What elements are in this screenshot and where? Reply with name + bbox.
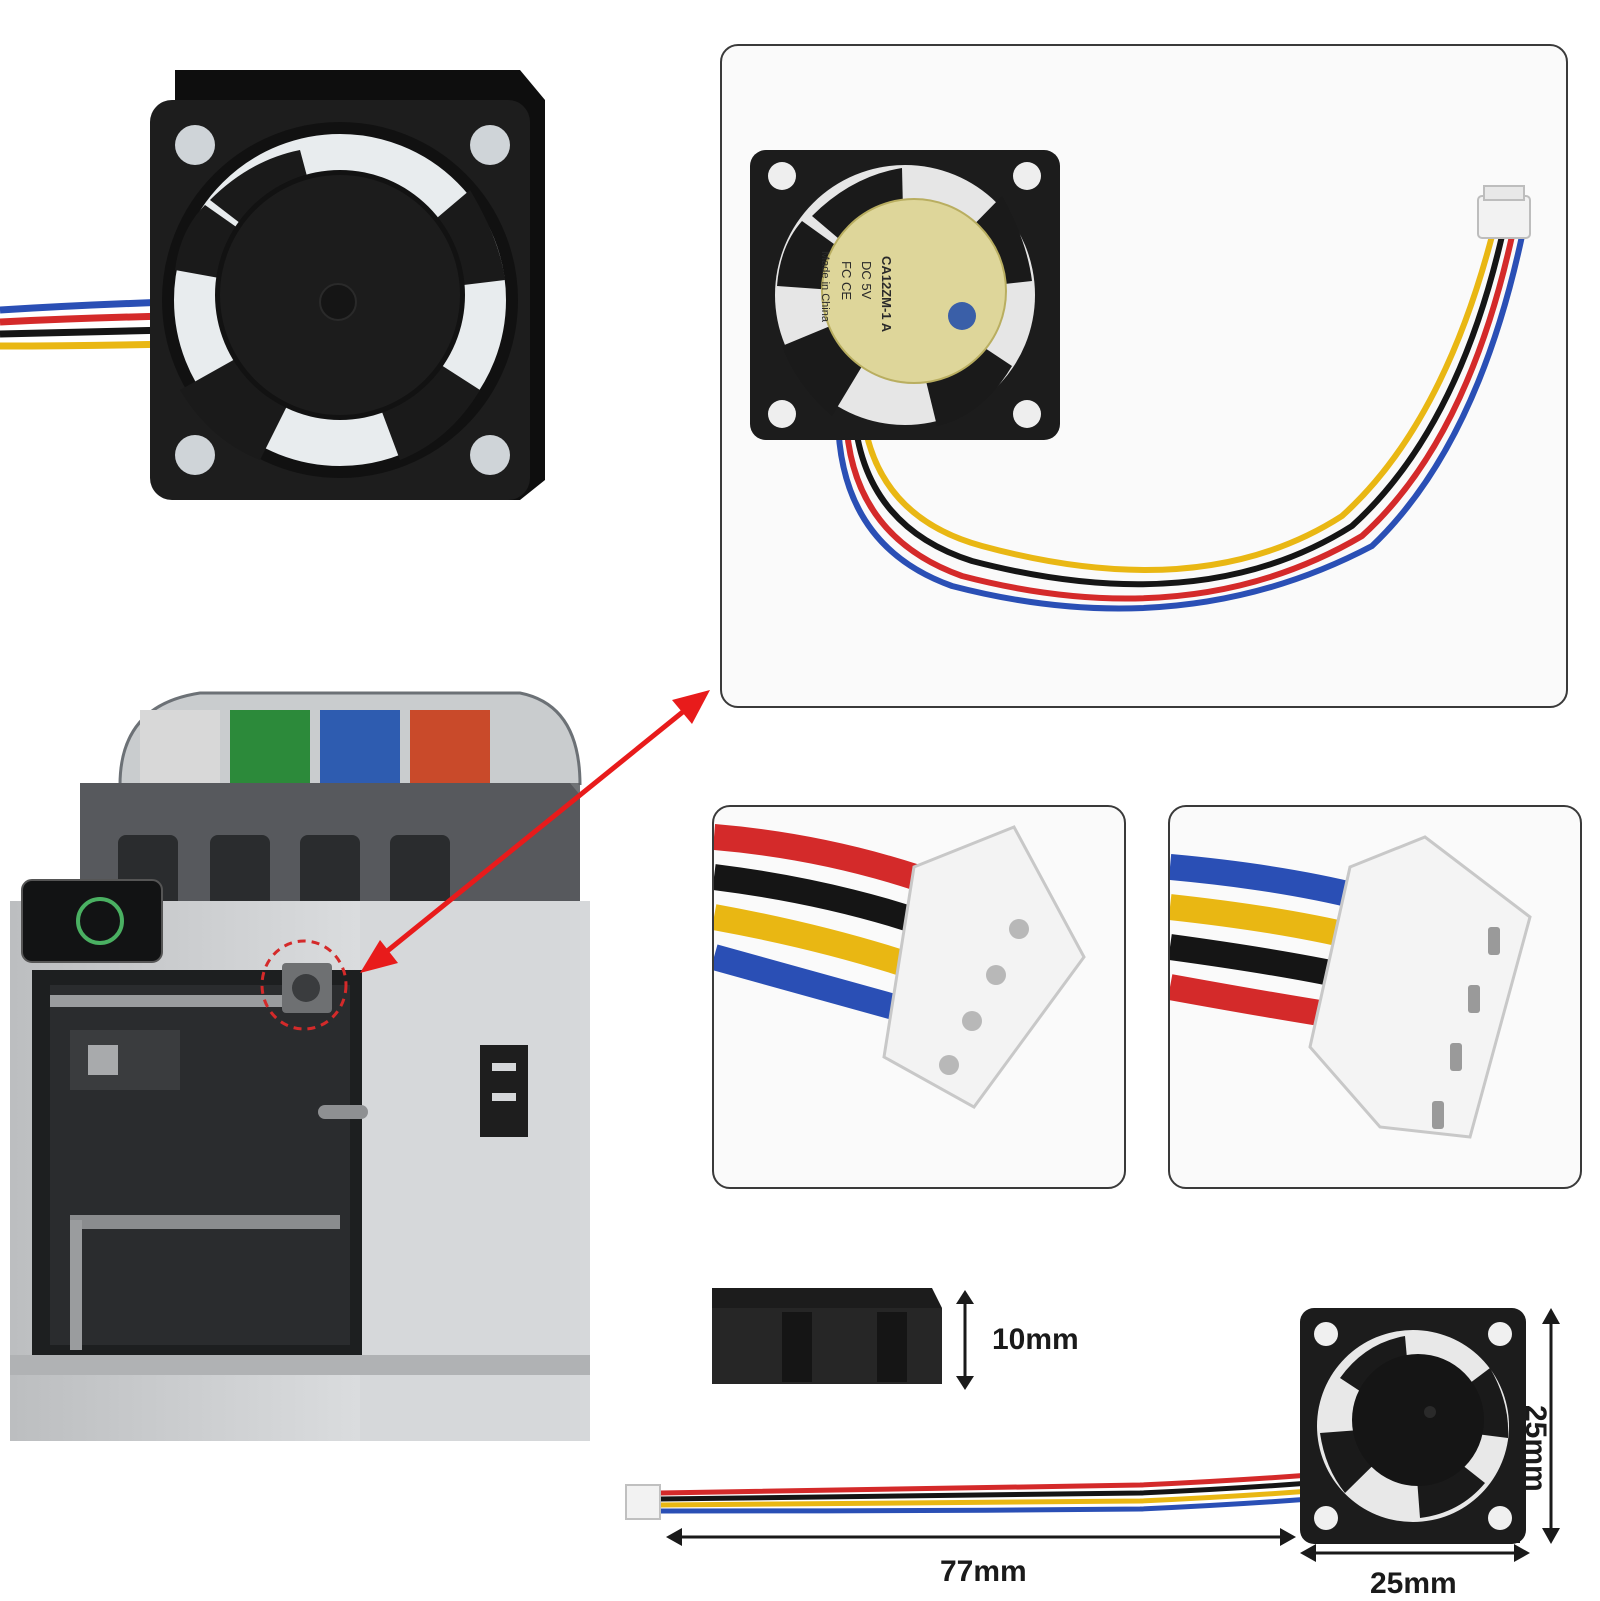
small-fan-front [1300, 1308, 1526, 1544]
cable-length-label: 77mm [940, 1555, 1027, 1588]
connector-back-panel [1168, 805, 1582, 1189]
cable-length-dimension-line [666, 1522, 1296, 1552]
fan-label-origin: Made in China [819, 251, 831, 323]
fan-width-dimension-line [1300, 1540, 1530, 1566]
printer-illustration [0, 665, 600, 1445]
connector-front-panel [712, 805, 1126, 1189]
height-dimension-line [950, 1290, 980, 1390]
fan-side-height-dimension-line [1538, 1308, 1564, 1544]
fan-side-view [702, 1288, 942, 1384]
fan-side-height-label: 25mm [1519, 1405, 1552, 1492]
fan-label-model: CA12ZM-1 A [879, 256, 894, 333]
fan-label-voltage: DC 5V [859, 261, 874, 300]
fan-label-cert: FC CE [839, 261, 854, 300]
fan-height-label: 10mm [992, 1323, 1079, 1356]
fan-width-label: 25mm [1370, 1567, 1457, 1600]
fan-closeup-photo [0, 40, 560, 510]
fan-cable-panel: CA12ZM-1 A DC 5V FC CE Made in China [720, 44, 1568, 708]
